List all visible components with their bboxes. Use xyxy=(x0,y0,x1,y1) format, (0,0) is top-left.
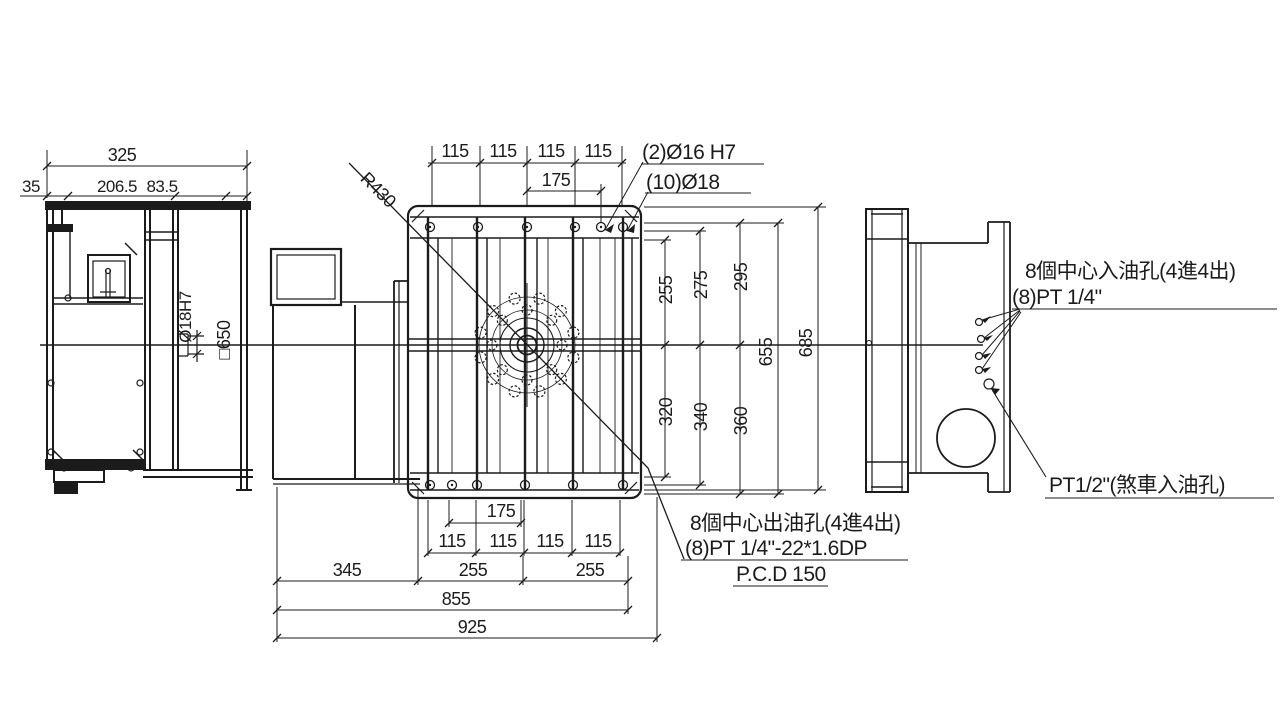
right-side-view xyxy=(865,208,1047,493)
dim-top-span: 175 xyxy=(542,170,571,190)
drawing-text: 325 35 206.5 83.5 Ø18H7 □650 115 115 115… xyxy=(22,141,1236,637)
dim-up-1: 255 xyxy=(656,275,676,304)
brake-leader-line xyxy=(990,387,1047,478)
brake-port-circle xyxy=(936,408,996,468)
front-view-bottom-screws xyxy=(424,479,629,491)
dim-down-2: 340 xyxy=(691,402,711,431)
bolt-circle-hub xyxy=(465,283,589,407)
dim-height-inner: 655 xyxy=(756,337,776,366)
mounting-bracket xyxy=(269,247,420,485)
note-ream-holes: (2)Ø16 H7 xyxy=(642,141,736,164)
dim-bottom-seg-1: 345 xyxy=(333,560,362,580)
oil-inlet-holes xyxy=(974,317,995,390)
left-view-inner-boss xyxy=(87,254,131,303)
inlet-leader-lines xyxy=(981,308,1022,373)
left-view-bore-notch xyxy=(178,330,204,362)
dim-bottom-pitch-4: 115 xyxy=(584,531,612,551)
dim-bottom-span: 175 xyxy=(487,501,516,521)
note-drill-holes: (10)Ø18 xyxy=(646,171,720,194)
front-view xyxy=(348,162,685,560)
dim-bottom-pitch-1: 115 xyxy=(438,531,466,551)
dim-left-total: 325 xyxy=(108,145,137,165)
dim-bottom-seg-2: 255 xyxy=(459,560,488,580)
outer-bolt-holes xyxy=(474,292,580,398)
inner-bolt-holes xyxy=(486,304,568,386)
dim-left-bore: Ø18H7 xyxy=(176,291,195,342)
annotation-leaders xyxy=(604,161,1277,587)
dim-left-seg-c: 83.5 xyxy=(146,177,177,196)
note-inlet-line2: (8)PT 1/4" xyxy=(1012,286,1102,309)
dim-left-seg-a: 35 xyxy=(22,177,40,196)
dim-top-pitch-1: 115 xyxy=(441,141,469,161)
dim-top-pitch-3: 115 xyxy=(537,141,565,161)
left-view-holes xyxy=(47,294,144,472)
note-outlet-line2: (8)PT 1/4"-22*1.6DP xyxy=(685,537,867,560)
left-side-view xyxy=(45,201,253,494)
note-outlet-pcd: P.C.D 150 xyxy=(736,563,826,586)
radius-line xyxy=(348,162,685,560)
dim-up-3: 295 xyxy=(731,262,751,291)
dim-bottom-total-1: 855 xyxy=(442,589,471,609)
front-view-top-screws xyxy=(424,221,629,233)
dim-bottom-total-2: 925 xyxy=(458,617,487,637)
note-inlet-line1: 8個中心入油孔(4進4出) xyxy=(1025,260,1236,283)
dim-down-3: 360 xyxy=(731,406,751,435)
dim-bottom-pitch-2: 115 xyxy=(489,531,517,551)
dim-bottom-pitch-3: 115 xyxy=(536,531,564,551)
note-outlet-line1: 8個中心出油孔(4進4出) xyxy=(690,512,901,535)
note-brake-port: PT1/2"(煞車入油孔) xyxy=(1049,474,1225,497)
dimension-lines xyxy=(20,146,826,643)
dim-height-outer: 685 xyxy=(796,328,816,357)
dim-left-seg-b: 206.5 xyxy=(97,177,137,196)
dim-top-pitch-4: 115 xyxy=(584,141,612,161)
dim-left-square: □650 xyxy=(214,320,234,359)
dim-bottom-seg-3: 255 xyxy=(576,560,605,580)
dim-down-1: 320 xyxy=(656,397,676,426)
dim-top-pitch-2: 115 xyxy=(489,141,517,161)
dim-up-2: 275 xyxy=(691,270,711,299)
